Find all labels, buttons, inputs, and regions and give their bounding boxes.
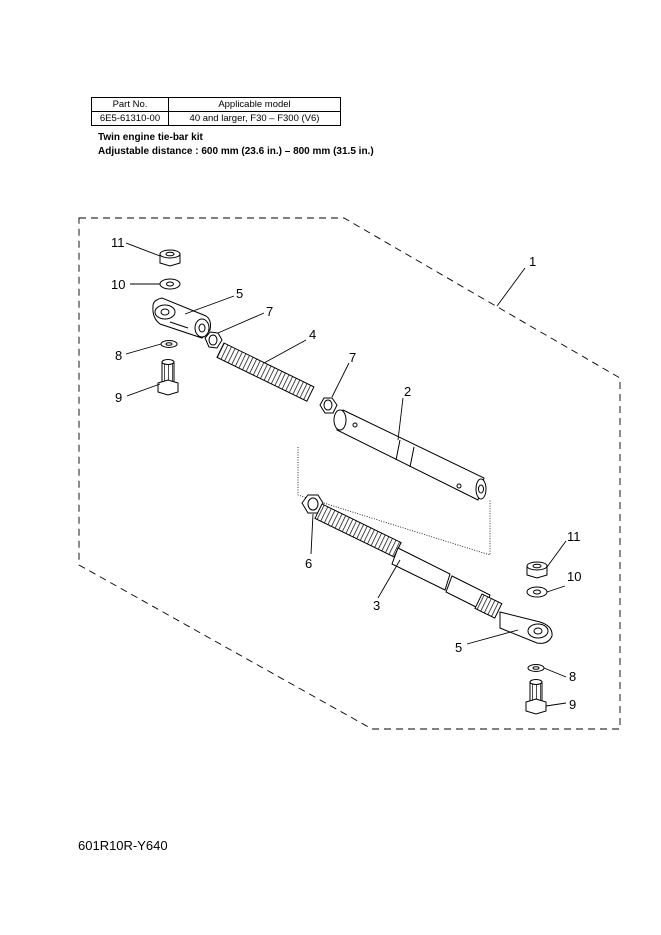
nut-7-middle: [319, 397, 338, 414]
callout-1: 1: [529, 254, 536, 269]
washer-8-lower: [527, 664, 545, 672]
kit-title: Twin engine tie-bar kit: [98, 132, 203, 143]
callout-9-upper: 9: [115, 390, 122, 405]
adjustable-distance-note: Adjustable distance : 600 mm (23.6 in.) …: [98, 146, 374, 157]
leader-lines: [125, 242, 567, 707]
callout-7-middle: 7: [349, 350, 356, 365]
drawing-code: 601R10R-Y640: [78, 838, 168, 853]
parts-table-header-row: Part No. Applicable model: [91, 97, 341, 112]
table-row: 6E5-61310-00 40 and larger, F30 – F300 (…: [91, 111, 341, 126]
rod-end-5-upper: [152, 297, 211, 339]
tube-2: [333, 409, 487, 501]
washer-8-upper: [160, 340, 178, 348]
rod-end-5-lower: [499, 611, 553, 644]
callout-8-lower: 8: [569, 669, 576, 684]
washer-10-upper: [159, 278, 181, 290]
parts-table: Part No. Applicable model 6E5-61310-00 4…: [91, 97, 341, 126]
nut-11-upper: [159, 249, 181, 267]
callout-3: 3: [373, 598, 380, 613]
washer-10-lower: [526, 586, 548, 598]
callout-10-lower: 10: [567, 569, 581, 584]
threaded-rod-4: [216, 342, 315, 402]
callout-7-upper: 7: [266, 304, 273, 319]
callout-8-upper: 8: [115, 348, 122, 363]
kit-boundary: [78, 217, 621, 730]
nut-6: [301, 494, 324, 514]
applicable-model-cell: 40 and larger, F30 – F300 (V6): [168, 111, 341, 126]
callout-5-lower: 5: [455, 640, 462, 655]
callout-9-lower: 9: [569, 697, 576, 712]
callout-11-upper: 11: [111, 235, 125, 250]
callout-4: 4: [309, 327, 316, 342]
bolt-9-upper: [157, 359, 179, 396]
callout-2: 2: [404, 384, 411, 399]
nut-11-lower: [526, 561, 548, 579]
part-no-cell: 6E5-61310-00: [91, 111, 169, 126]
callout-11-lower: 11: [567, 529, 581, 544]
threaded-rod-3: [314, 503, 503, 619]
callout-6: 6: [305, 556, 312, 571]
nut-7-upper: [204, 331, 223, 349]
callout-10-upper: 10: [111, 277, 125, 292]
bolt-9-lower: [525, 679, 547, 715]
callout-5-upper: 5: [236, 286, 243, 301]
